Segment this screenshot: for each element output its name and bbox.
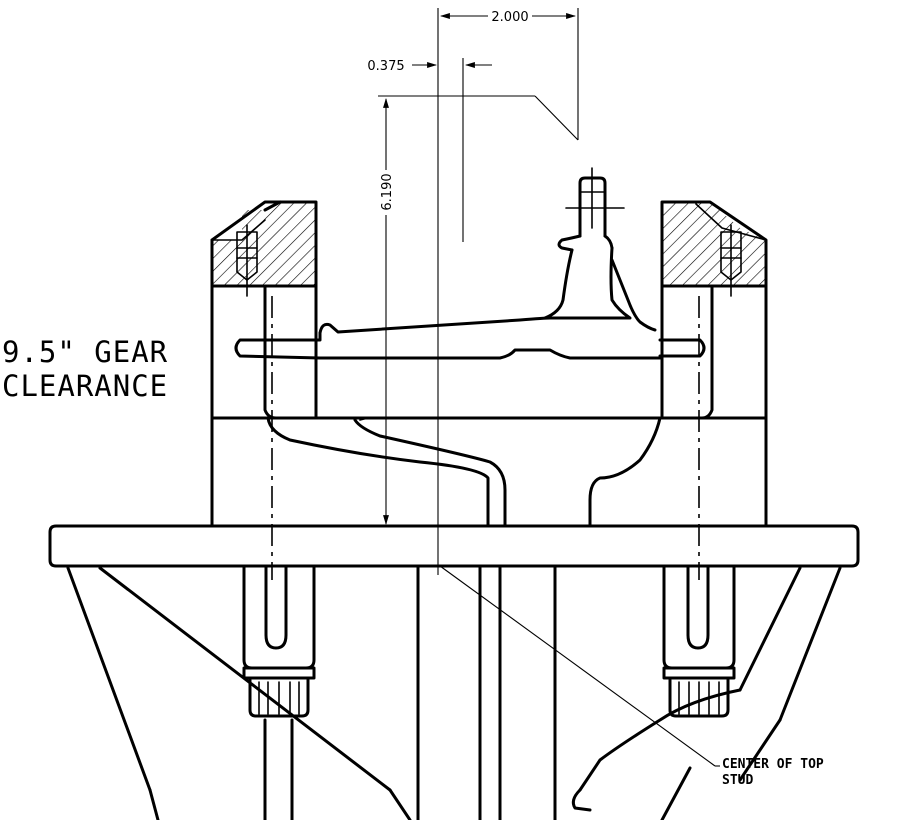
dimension-width-value: 2.000 <box>491 10 528 25</box>
carrier-housing <box>210 296 768 580</box>
top-stud <box>543 167 657 332</box>
dimension-height: 6.190 <box>378 95 579 525</box>
base-plate <box>48 524 860 568</box>
gear-label-line1: 9.5" GEAR <box>2 335 168 369</box>
gear-profile <box>234 316 706 360</box>
stud-note-line1: CENTER OF TOP <box>722 757 824 772</box>
stud-note-line2: STUD <box>722 773 753 788</box>
gear-label-line2: CLEARANCE <box>2 369 168 403</box>
dimension-width-top: 2.000 <box>437 8 579 575</box>
lower-structure <box>66 564 842 820</box>
left-bolt <box>242 564 316 820</box>
right-bolt <box>662 564 736 718</box>
left-bearing-cap <box>210 200 318 528</box>
stud-center-note: CENTER OF TOP STUD <box>722 757 824 788</box>
gear-clearance-label: 9.5" GEAR CLEARANCE <box>2 335 168 403</box>
dimension-offset-value: 0.375 <box>367 59 404 74</box>
dimension-offset: 0.375 <box>367 58 492 242</box>
dimension-height-value: 6.190 <box>380 173 395 210</box>
right-bearing-cap <box>660 200 768 528</box>
